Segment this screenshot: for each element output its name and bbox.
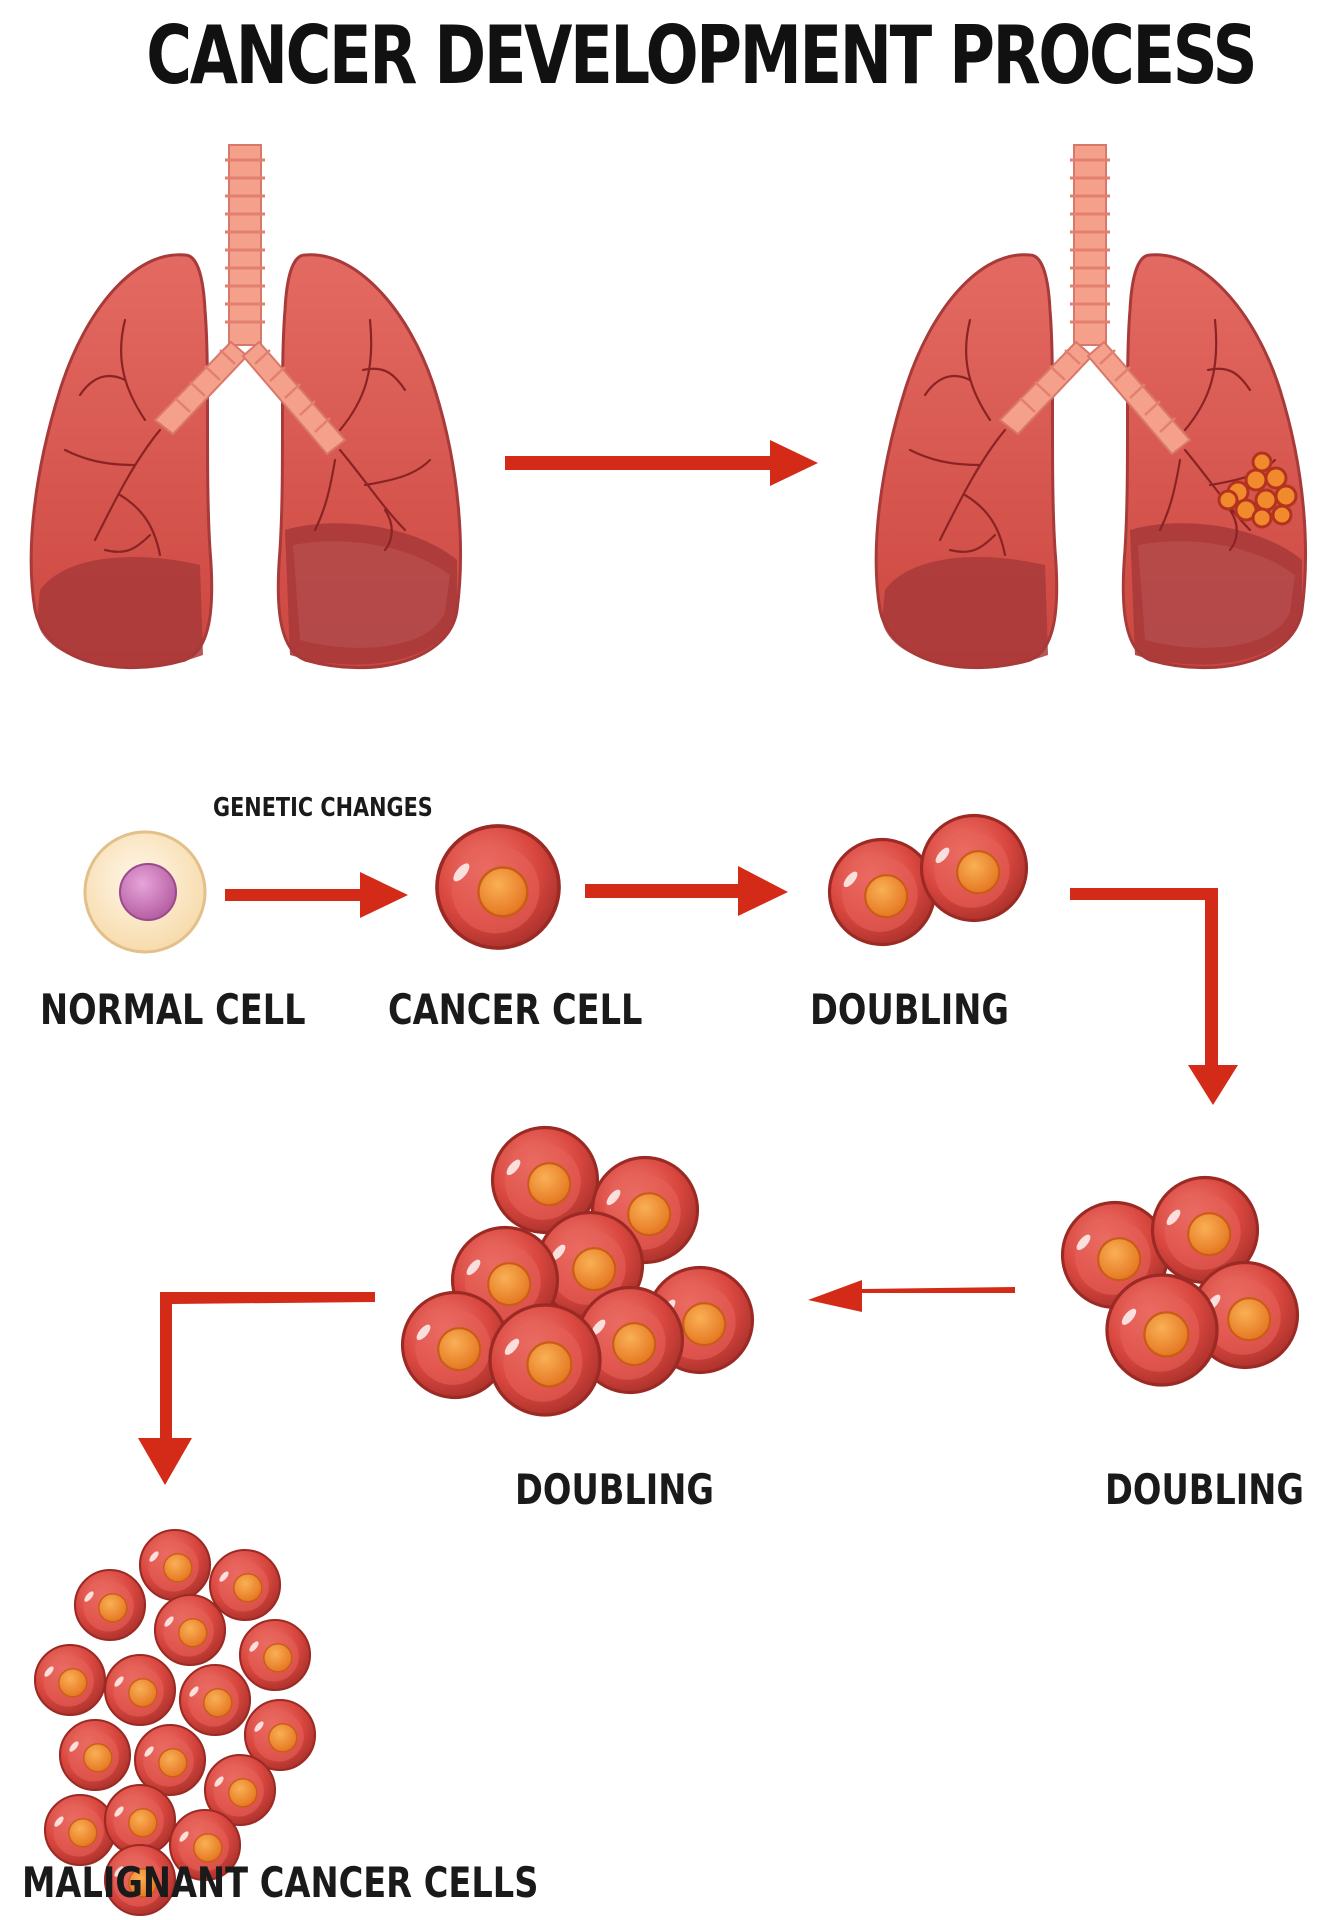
page-title: CANCER DEVELOPMENT PROCESS bbox=[146, 9, 1257, 102]
lungs-healthy bbox=[29, 143, 463, 670]
doubling-cells-8 bbox=[400, 1125, 755, 1417]
label-genetic-changes: GENETIC CHANGES bbox=[213, 793, 433, 823]
arrow-doubling-left bbox=[808, 1280, 1015, 1312]
label-doubling-1: DOUBLING bbox=[810, 985, 1009, 1034]
arrow-down-left bbox=[138, 1292, 375, 1485]
lungs-with-tumor bbox=[874, 143, 1308, 670]
cancer-cell bbox=[435, 824, 561, 950]
label-normal-cell: NORMAL CELL bbox=[40, 985, 306, 1034]
arrow-lungs bbox=[505, 440, 818, 486]
normal-cell bbox=[83, 830, 207, 954]
arrow-down-right bbox=[1070, 888, 1238, 1105]
label-cancer-cell: CANCER CELL bbox=[388, 985, 643, 1034]
doubling-cells-2 bbox=[827, 813, 1029, 947]
tumor-cluster bbox=[1217, 451, 1298, 529]
arrow-cancer-to-doubling bbox=[585, 866, 788, 916]
label-doubling-3: DOUBLING bbox=[1105, 1465, 1304, 1514]
label-malignant-cancer-cells: MALIGNANT CANCER CELLS bbox=[22, 1858, 539, 1907]
label-doubling-2: DOUBLING bbox=[515, 1465, 714, 1514]
doubling-cells-4 bbox=[1060, 1175, 1300, 1387]
arrow-normal-to-cancer bbox=[225, 872, 408, 918]
arrows bbox=[138, 440, 1238, 1485]
